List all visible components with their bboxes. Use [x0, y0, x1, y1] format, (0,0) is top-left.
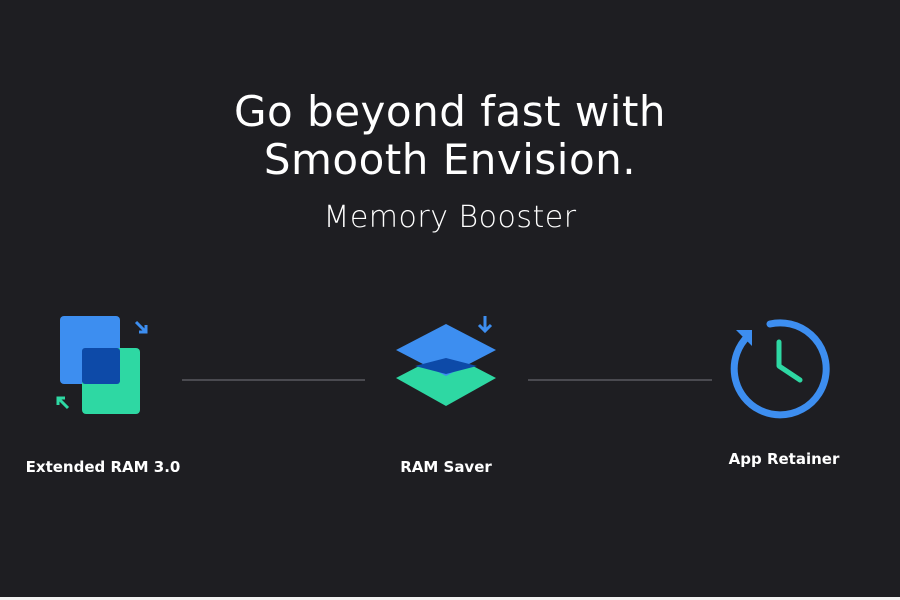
page-title: Go beyond fast with Smooth Envision.	[0, 88, 900, 184]
arrow-down-icon	[477, 316, 493, 334]
connector-line-2	[528, 379, 712, 381]
feature-label-extended-ram: Extended RAM 3.0	[25, 458, 181, 476]
ram-saver-icon	[396, 316, 496, 406]
subtitle: Memory Booster	[323, 200, 577, 235]
extended-ram-icon	[56, 316, 148, 414]
connector-line-1	[182, 379, 365, 381]
app-retainer-icon	[730, 319, 830, 419]
feature-label-ram-saver: RAM Saver	[400, 458, 492, 476]
title-line-1: Go beyond fast with	[233, 87, 667, 136]
arrow-down-right-icon	[134, 320, 148, 334]
arrow-up-left-icon	[56, 396, 70, 410]
title-line-2: Smooth Envision.	[263, 135, 637, 184]
bottom-border	[0, 597, 900, 600]
feature-label-app-retainer: App Retainer	[728, 450, 840, 468]
